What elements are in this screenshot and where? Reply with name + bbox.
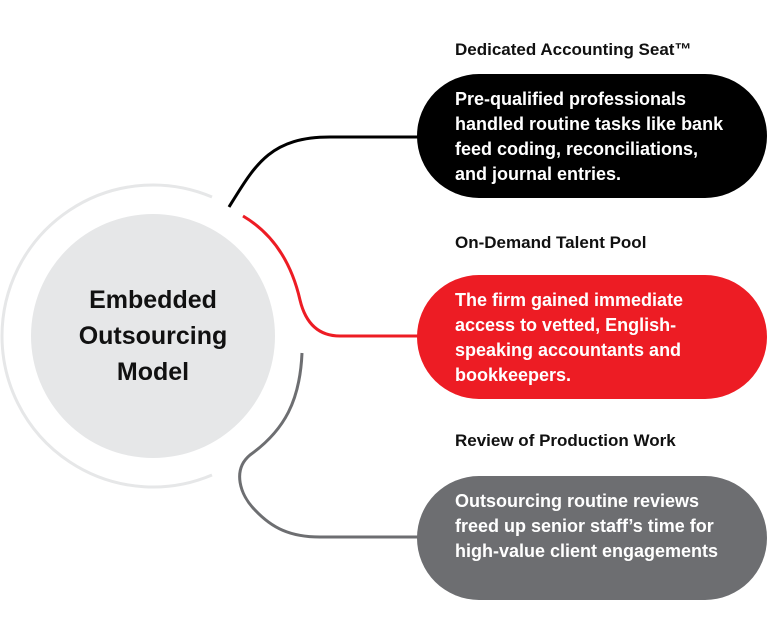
- item-card-review: Outsourcing routine reviews freed up sen…: [417, 476, 767, 600]
- connector-line-1: [227, 135, 420, 208]
- item-card-talent-pool: The firm gained immediate access to vett…: [417, 275, 767, 399]
- item-title-review: Review of Production Work: [455, 431, 676, 450]
- connector-line-3: [238, 352, 420, 539]
- item-text: Outsourcing routine reviews freed up sen…: [455, 491, 719, 561]
- item-title-talent-pool: On-Demand Talent Pool: [455, 233, 647, 252]
- connector-line-2: [242, 214, 420, 338]
- item-text: The firm gained immediate access to vett…: [455, 290, 684, 385]
- outer-ring-arc: [0, 183, 213, 489]
- hub-label: Embedded Outsourcing Model: [78, 286, 228, 386]
- item-text: Pre-qualified professionals handled rout…: [455, 89, 724, 184]
- item-card-dedicated-seat: Pre-qualified professionals handled rout…: [417, 74, 767, 198]
- item-title-dedicated-seat: Dedicated Accounting Seat™: [455, 40, 692, 59]
- hub-circle: Embedded Outsourcing Model: [31, 214, 275, 458]
